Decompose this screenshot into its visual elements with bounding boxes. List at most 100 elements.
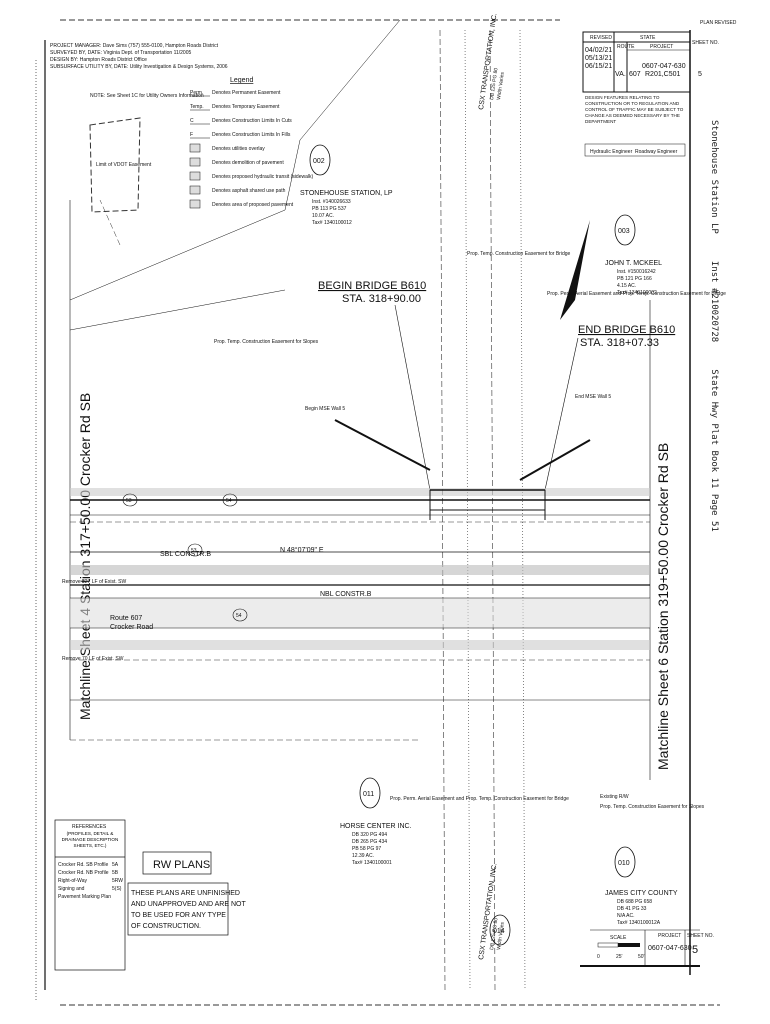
road-route-label: Route 607 — [110, 615, 142, 622]
legend-label: Denotes proposed hydraulic transit (side… — [212, 174, 313, 180]
title-block: REVISED STATE ROUTE PROJECT 04/02/21 05/… — [582, 31, 719, 157]
parcel-detail: DB 320 PG 494 — [352, 832, 387, 838]
callout: Begin MSE Wall 5 — [305, 406, 345, 412]
legend-swatch — [189, 157, 201, 167]
rw-plans-box — [142, 851, 212, 875]
station-number: 54 — [236, 613, 242, 619]
parcel-detail: PB 58 PG 97 — [352, 846, 381, 852]
matchline-left: Matchline Sheet 4 Station 317+50.00 Croc… — [77, 393, 93, 720]
note-line: PROJECT MANAGER: Dave Sims (757) 555-010… — [50, 43, 219, 49]
legend-label: Denotes demolition of pavement — [212, 160, 284, 166]
legend-symbol: C — [190, 118, 194, 124]
reference-label: Signing and — [58, 886, 85, 892]
reference-sheet: 5A — [112, 862, 119, 868]
parcel-detail: PB 121 PG 166 — [617, 276, 652, 282]
note-line: SURVEYED BY, DATE: Virginia Dept. of Tra… — [50, 50, 191, 56]
callout: Prop. Temp. Construction Easement for Br… — [467, 251, 571, 257]
legend-label: Denotes asphalt shared use path — [212, 188, 286, 194]
reference-label: Crocker Rd. NB Profile — [58, 870, 109, 876]
parcel-detail: DB 41 PG 33 — [617, 906, 647, 912]
parcel-detail: DB 125 PG 80 — [489, 917, 499, 950]
legend-swatch — [189, 185, 201, 195]
revision-date: 06/15/21 — [585, 63, 612, 70]
parcel-detail: 4.15 AC. — [617, 283, 636, 289]
roadway-crocker-road — [70, 488, 650, 741]
station-number: 53 — [126, 498, 132, 504]
roadway-engineer: Roadway Engineer — [635, 149, 678, 155]
footer-sheet: 5 — [692, 944, 698, 956]
bearing-label: N 48°07'09" E — [280, 546, 324, 554]
callout: Existing R/W — [600, 794, 629, 800]
scale-tick: 0 — [597, 954, 600, 960]
hydraulic-engineer: Hydraulic Engineer — [590, 149, 633, 155]
legend-label: Denotes utilities overlay — [212, 146, 265, 152]
parcel-detail: 12.39 AC. — [352, 853, 374, 859]
nbl-constr-label: NBL CONSTR.B — [320, 591, 372, 598]
references-table: REFERENCES (PROFILES, DETAIL & DRAINAGE … — [54, 819, 126, 971]
project-value: 0607-047-630 — [642, 63, 686, 70]
references-title: REFERENCES — [72, 824, 107, 830]
reference-label: Crocker Rd. SB Profile — [58, 862, 109, 868]
reference-sheet: 5B — [112, 870, 119, 876]
parcel-detail: DB 688 PG 658 — [617, 899, 652, 905]
legend: Legend Perm.Denotes Permanent EasementTe… — [189, 77, 313, 209]
parcel-id: 002 — [313, 158, 325, 165]
legend-item: Denotes area of proposed pavement — [189, 199, 294, 209]
reference-sheet: 5RW — [112, 878, 123, 884]
plan-revised-note: PLAN REVISED — [700, 20, 737, 26]
state-value: VA. — [615, 71, 626, 78]
legend-item: Denotes demolition of pavement — [189, 157, 284, 167]
reference-sheet: 5(S) — [112, 886, 122, 892]
parcel-owner: HORSE CENTER INC. — [340, 823, 412, 830]
wingwall — [334, 419, 591, 481]
parcel-detail: Tax# 1340100012 — [312, 220, 352, 226]
parcel-id: 011 — [363, 791, 374, 798]
matchline-right: Matchline Sheet 6 Station 319+50.00 Croc… — [655, 443, 671, 770]
legend-label: Denotes Permanent Easement — [212, 90, 281, 96]
railroad-deed: DB 125 PG 80 — [489, 67, 499, 100]
legend-item: Denotes asphalt shared use path — [189, 185, 286, 195]
rw-plans-label: RW PLANS — [153, 859, 210, 871]
legend-item: Denotes proposed hydraulic transit (side… — [189, 171, 313, 181]
legend-title: Legend — [230, 77, 253, 84]
legend-label: Denotes Construction Limits In Cuts — [212, 118, 292, 124]
legend-label: Denotes Temporary Easement — [212, 104, 280, 110]
route-value: 607 — [629, 71, 641, 78]
parcel-detail: DB 265 PG 434 — [352, 839, 387, 845]
legend-symbol: Temp. — [190, 104, 204, 110]
note-line: SUBSURFACE UTILITY BY, DATE: Utility Inv… — [50, 64, 228, 70]
begin-bridge-station: STA. 318+90.00 — [342, 293, 421, 305]
callouts: Prop. Temp. Construction Easement for Br… — [62, 251, 726, 810]
parcel-id: 010 — [618, 860, 630, 867]
sheet-header: SHEET NO. — [692, 40, 719, 46]
parcel-id-circle — [489, 914, 511, 946]
reference-label: Right-of-Way — [58, 878, 87, 884]
footer-project: 0607-047-630 — [648, 945, 692, 952]
design-note: DESIGN FEATURES RELATING TO CONSTRUCTION… — [585, 95, 684, 124]
station-marker — [232, 608, 248, 622]
disclaimer-box — [127, 882, 229, 936]
parcel-id-circle — [614, 214, 636, 246]
parcel-id-circle — [614, 846, 636, 878]
legend-swatch — [189, 143, 201, 153]
disclaimer-line: AND UNAPPROVED AND ARE NOT — [131, 901, 246, 908]
parcel-owner: JOHN T. MCKEEL — [605, 260, 662, 267]
easement-boundary — [89, 117, 141, 213]
parcel-detail: Inst. #150016242 — [617, 269, 656, 275]
callout: End MSE Wall 5 — [575, 394, 611, 400]
property-line — [69, 289, 286, 331]
route-header: ROUTE — [617, 44, 635, 50]
note-line: DESIGN BY: Hampton Roads District Office — [50, 57, 147, 63]
scale-tick: 50' — [638, 954, 645, 960]
parcel-id-circle — [309, 144, 331, 176]
parcel-owner: STONEHOUSE STATION, LP — [300, 190, 393, 197]
utility-note: NOTE: See Sheet 1C for Utility Owners In… — [90, 93, 204, 99]
station-marker — [222, 493, 238, 507]
sbl-constr-label: SBL CONSTR.B — [160, 551, 211, 558]
references-subtitle: (PROFILES, DETAIL & DRAINAGE DESCRIPTION… — [61, 831, 119, 848]
